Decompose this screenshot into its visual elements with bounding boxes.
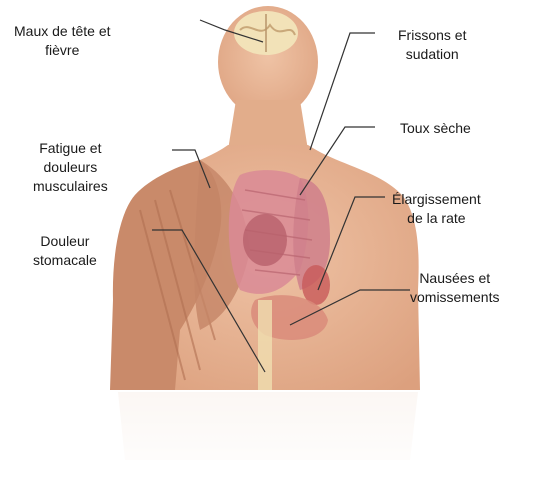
label-nausea: Nausées et vomissements bbox=[410, 269, 499, 307]
label-chills: Frissons et sudation bbox=[398, 26, 466, 64]
leader-chills bbox=[310, 33, 375, 150]
label-fatigue: Fatigue et douleurs musculaires bbox=[33, 139, 108, 196]
label-stomach: Douleur stomacale bbox=[33, 232, 97, 270]
reflection bbox=[0, 390, 547, 491]
heart bbox=[243, 214, 287, 266]
label-headache: Maux de tête et fièvre bbox=[14, 22, 111, 60]
spine bbox=[258, 300, 272, 390]
brain bbox=[234, 11, 298, 55]
label-spleen: Élargissement de la rate bbox=[392, 190, 481, 228]
label-cough: Toux sèche bbox=[400, 119, 471, 138]
neck bbox=[228, 100, 308, 150]
